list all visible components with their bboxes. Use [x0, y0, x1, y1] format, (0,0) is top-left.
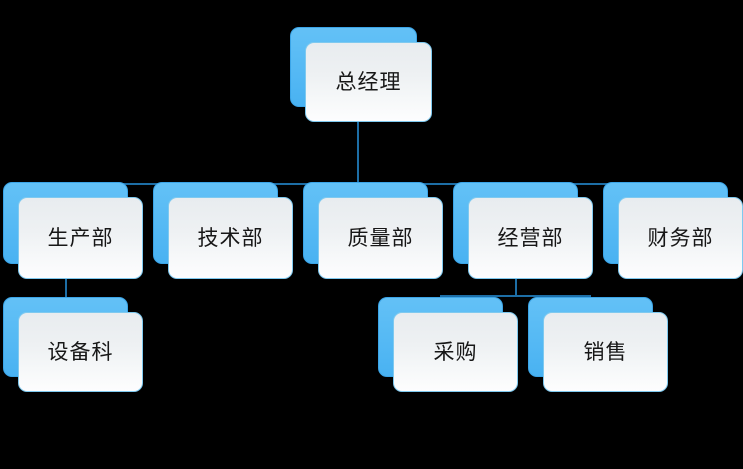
node-production[interactable]: 生产部: [3, 182, 143, 279]
connector-production-equipment: [65, 279, 67, 312]
node-label: 质量部: [347, 225, 414, 250]
node-label: 财务部: [647, 225, 714, 250]
connector-level3-bus: [440, 295, 591, 297]
node-quality[interactable]: 质量部: [303, 182, 443, 279]
node-technology[interactable]: 技术部: [153, 182, 293, 279]
node-label: 设备科: [47, 339, 114, 364]
node-body: 采购: [393, 312, 518, 392]
node-body: 技术部: [168, 197, 293, 279]
node-label: 经营部: [497, 225, 564, 250]
node-label: 采购: [433, 339, 478, 364]
node-body: 总经理: [305, 42, 432, 122]
node-label: 总经理: [335, 69, 402, 94]
node-root[interactable]: 总经理: [290, 27, 432, 122]
node-body: 经营部: [468, 197, 593, 279]
node-body: 生产部: [18, 197, 143, 279]
node-label: 销售: [583, 339, 628, 364]
node-body: 设备科: [18, 312, 143, 392]
connector-root-stem: [357, 121, 359, 184]
node-body: 销售: [543, 312, 668, 392]
node-label: 生产部: [47, 225, 114, 250]
node-label: 技术部: [197, 225, 264, 250]
node-procurement[interactable]: 采购: [378, 297, 518, 392]
node-body: 财务部: [618, 197, 743, 279]
node-operations[interactable]: 经营部: [453, 182, 593, 279]
node-equipment[interactable]: 设备科: [3, 297, 143, 392]
node-finance[interactable]: 财务部: [603, 182, 743, 279]
node-body: 质量部: [318, 197, 443, 279]
connector-operations-stem: [515, 279, 517, 296]
node-sales[interactable]: 销售: [528, 297, 668, 392]
